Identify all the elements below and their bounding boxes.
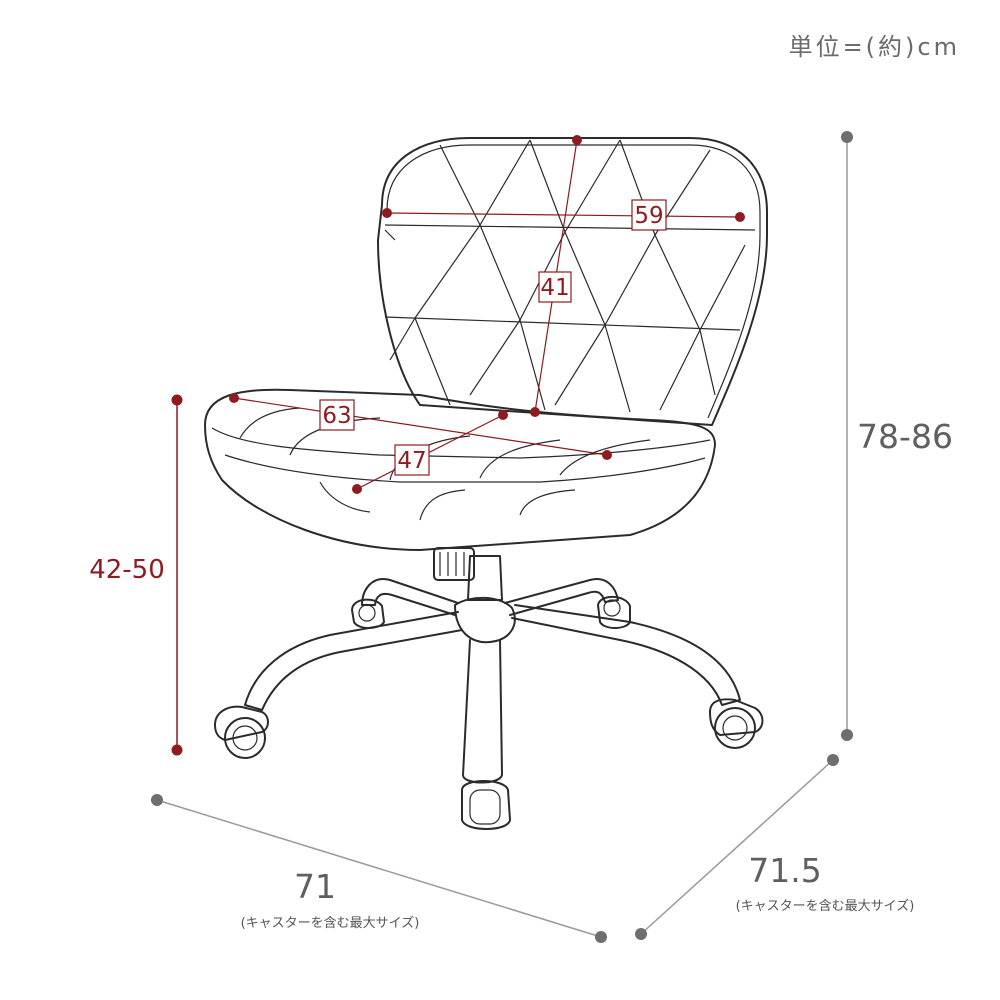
seat-width-label: 63	[322, 403, 351, 429]
dimension-dot	[735, 212, 745, 222]
caster-back-right	[597, 595, 631, 629]
caster-right	[709, 698, 764, 749]
caster-front	[461, 780, 511, 830]
dimension-dot	[841, 729, 853, 741]
chair-casters	[214, 595, 764, 830]
dimension-dot	[382, 208, 392, 218]
dimension-dot	[827, 754, 839, 766]
dimension-dot	[595, 931, 607, 943]
dimension-dot	[635, 928, 647, 940]
chair-backrest	[377, 137, 768, 426]
chair-gas-lift	[433, 547, 503, 601]
dimension-dot	[171, 394, 183, 406]
depth-dimension: 71.5 (キャスターを含む最大サイズ)	[635, 754, 914, 940]
back-height-dimension: 41	[530, 135, 582, 417]
caster-left	[214, 705, 269, 759]
width-note: (キャスターを含む最大サイズ)	[241, 915, 420, 931]
caster-back-left	[351, 598, 385, 629]
dimension-dot	[530, 407, 540, 417]
width-dimension: 71 (キャスターを含む最大サイズ)	[151, 794, 607, 943]
dimension-dot	[602, 450, 612, 460]
total-height-label: 78-86	[857, 417, 953, 456]
back-width-label: 59	[634, 203, 663, 229]
depth-note: (キャスターを含む最大サイズ)	[736, 898, 915, 914]
width-label: 71	[294, 867, 336, 906]
dimension-dot	[151, 794, 163, 806]
dimension-dot	[841, 131, 853, 143]
depth-label: 71.5	[748, 851, 821, 890]
seat-height-dimension: 42-50	[89, 394, 183, 756]
total-height-dimension: 78-86	[841, 131, 953, 741]
dimension-dot	[498, 410, 508, 420]
chair-star-base	[244, 578, 741, 784]
seat-height-label: 42-50	[89, 555, 165, 585]
dimension-dot	[229, 393, 239, 403]
back-width-dimension: 59	[382, 199, 745, 231]
chair-illustration	[204, 137, 768, 830]
unit-label: 単位=(約)cm	[789, 33, 960, 61]
seat-depth-dimension: 47	[352, 410, 508, 494]
dimension-dot	[171, 744, 183, 756]
dimension-dot	[352, 484, 362, 494]
seat-depth-label: 47	[397, 448, 426, 474]
seat-width-dimension: 63	[229, 393, 612, 460]
back-height-label: 41	[540, 275, 569, 301]
dimension-dot	[572, 135, 582, 145]
chair-seat	[204, 388, 716, 551]
